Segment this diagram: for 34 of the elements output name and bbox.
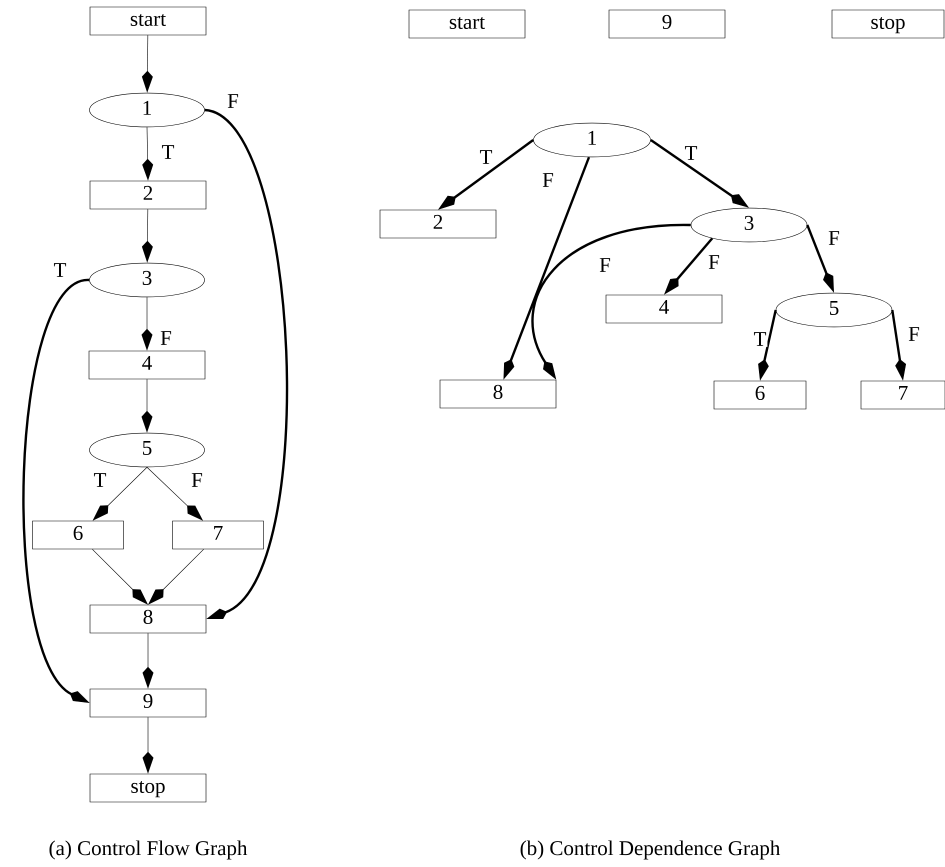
edge-label: F — [707, 254, 721, 270]
process-box: stop — [832, 10, 944, 38]
edge-label: F — [598, 257, 612, 273]
edge-label: F — [541, 172, 555, 188]
process-box: 6 — [32, 520, 124, 550]
edge-label: T — [478, 149, 494, 165]
edge-label: T — [752, 331, 768, 347]
process-box: 7 — [172, 520, 264, 550]
edge-label: T — [92, 472, 108, 488]
edge-label: F — [226, 93, 240, 109]
process-box: 9 — [90, 688, 206, 718]
edge-label: T — [160, 144, 176, 160]
edge-label: T — [52, 262, 68, 278]
process-box: 9 — [608, 10, 726, 38]
edge-label: F — [827, 230, 841, 246]
process-box: 4 — [88, 350, 206, 380]
edge-label: F — [190, 472, 204, 488]
process-box: 2 — [380, 210, 496, 238]
arrow — [204, 108, 288, 619]
process-box: 6 — [714, 380, 806, 410]
process-box: 4 — [606, 294, 722, 324]
arrow — [22, 278, 90, 703]
edge-label: F — [159, 330, 173, 346]
caption: (a) Control Flow Graph — [50, 840, 248, 860]
process-box: 8 — [440, 380, 556, 408]
caption: (b) Control Dependence Graph — [520, 840, 780, 860]
edge-label: F — [907, 326, 921, 342]
process-box: 2 — [90, 180, 206, 210]
edge-label: T — [684, 145, 698, 161]
process-box: 8 — [90, 604, 206, 634]
process-box: start — [90, 6, 206, 36]
process-box: 7 — [860, 380, 945, 410]
process-box: start — [408, 10, 526, 38]
process-box: stop — [90, 774, 206, 802]
